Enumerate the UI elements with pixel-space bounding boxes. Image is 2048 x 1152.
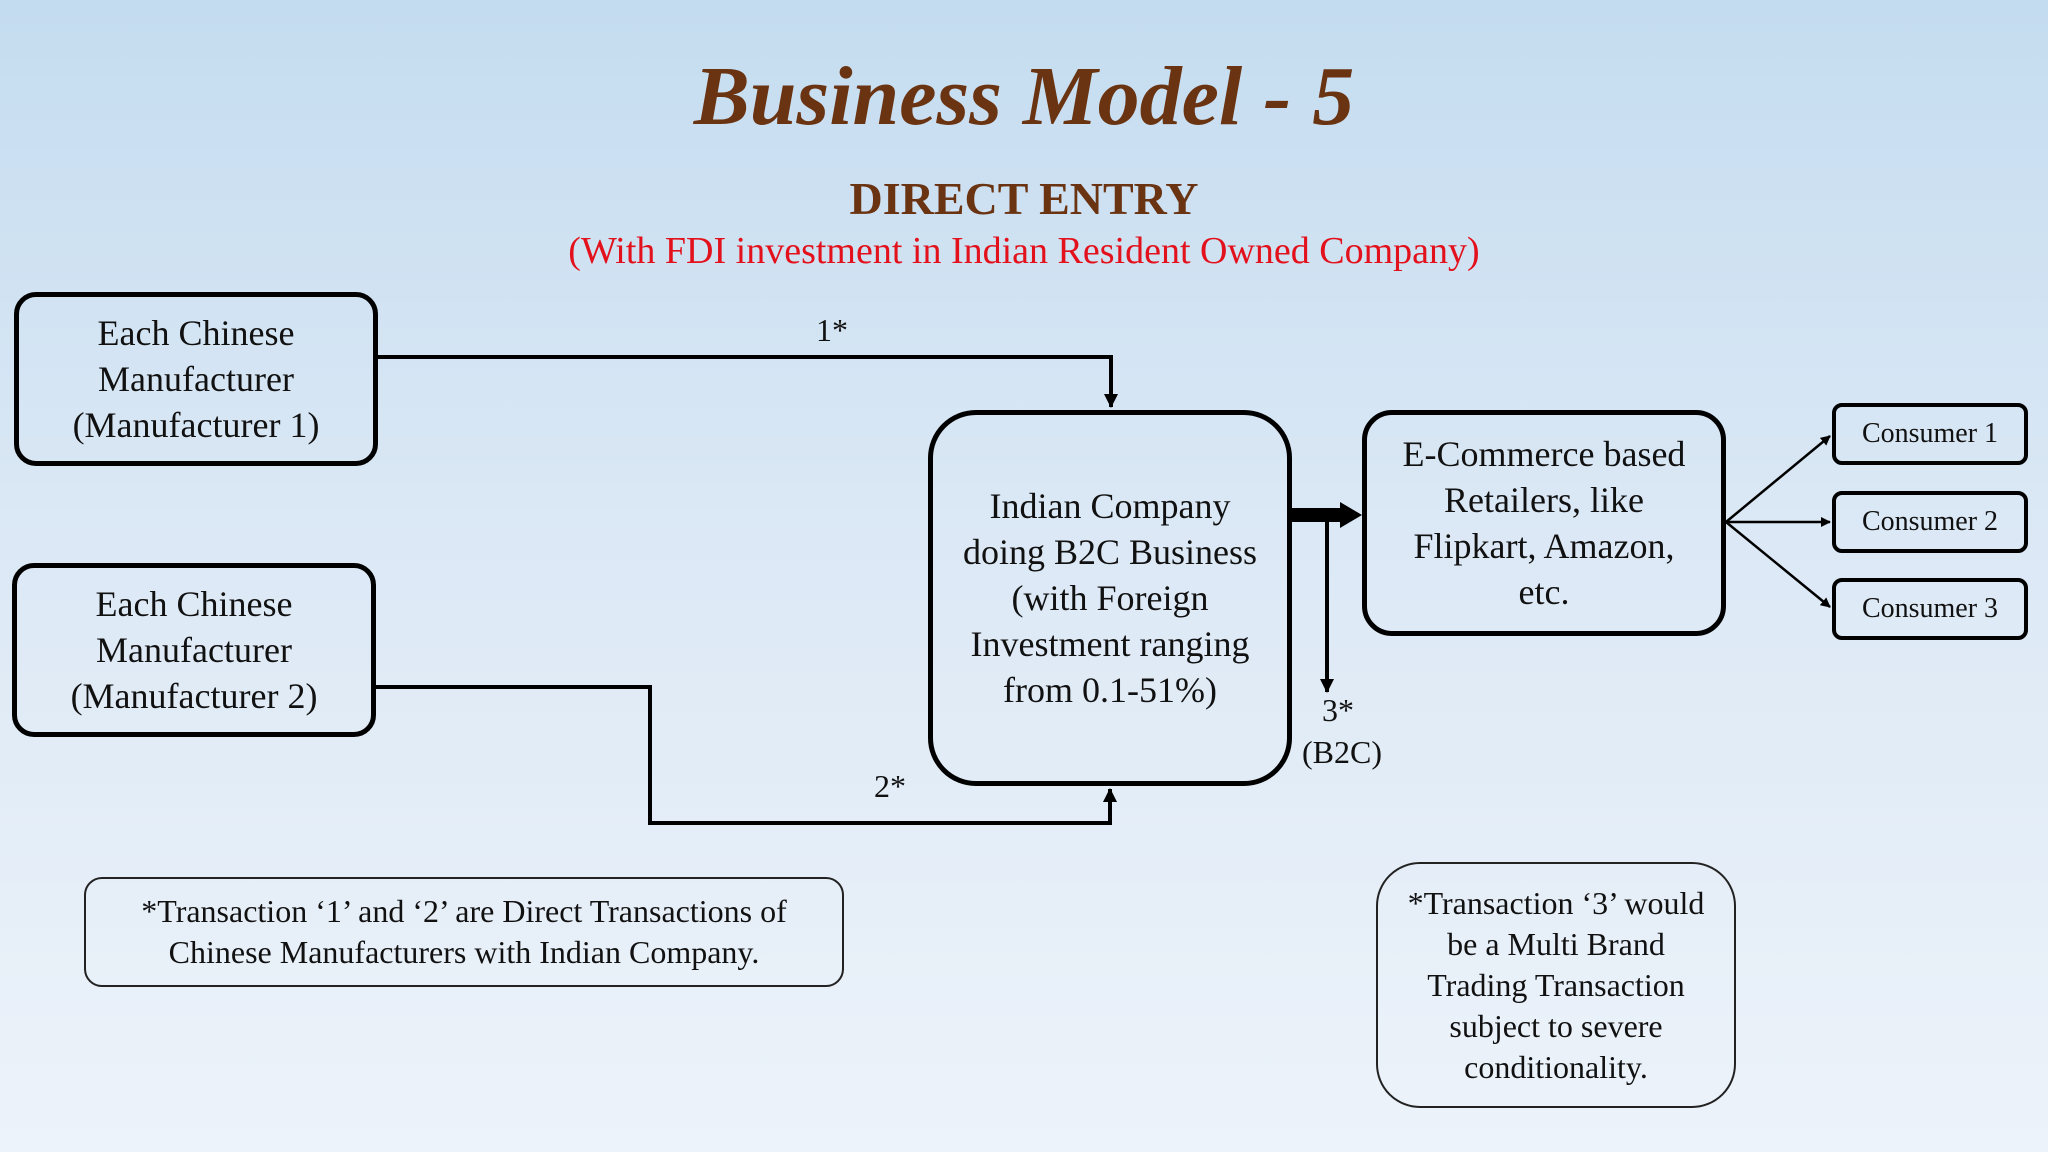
page-title: Business Model - 5 (693, 50, 1355, 143)
note-transactions-1-2: *Transaction ‘1’ and ‘2’ are Direct Tran… (84, 877, 844, 987)
connector-ecommerce-to-consumer-1 (1725, 435, 1831, 523)
connector-indian-company-to-ecommerce-arrowhead (1340, 502, 1362, 528)
node-manufacturer-1-label: Each Chinese Manufacturer (Manufacturer … (72, 313, 320, 445)
node-manufacturer-1: Each Chinese Manufacturer (Manufacturer … (14, 292, 378, 466)
connector-manufacturer-2-to-indian-company (376, 685, 1117, 825)
page-subtitle-detail: (With FDI investment in Indian Resident … (568, 230, 1480, 272)
node-consumer-1-label: Consumer 1 (1861, 418, 1999, 449)
connector-manufacturer-1-to-indian-company (378, 355, 1118, 408)
edge-label-transaction-3-type: (B2C) (1302, 734, 1382, 770)
page-subtitle: DIRECT ENTRY (849, 173, 1199, 224)
node-indian-company-label: Indian Company doing B2C Business (with … (962, 486, 1258, 710)
node-consumer-3-label: Consumer 3 (1861, 593, 1999, 624)
node-manufacturer-2-label: Each Chinese Manufacturer (Manufacturer … (70, 584, 318, 716)
node-consumer-1: Consumer 1 (1832, 403, 2028, 465)
note-transaction-3-text: *Transaction ‘3’ would be a Multi Brand … (1407, 884, 1705, 1085)
node-indian-company: Indian Company doing B2C Business (with … (928, 410, 1292, 786)
note-transactions-1-2-text: *Transaction ‘1’ and ‘2’ are Direct Tran… (141, 893, 787, 970)
node-manufacturer-2: Each Chinese Manufacturer (Manufacturer … (12, 563, 376, 737)
edge-label-transaction-1: 1* (816, 312, 848, 348)
node-ecommerce-label: E-Commerce based Retailers, like Flipkar… (1402, 434, 1686, 612)
edge-label-transaction-3: 3* (1322, 692, 1354, 728)
node-ecommerce-retailers: E-Commerce based Retailers, like Flipkar… (1362, 410, 1726, 636)
connector-ecommerce-to-consumer-3 (1725, 521, 1831, 608)
node-consumer-2: Consumer 2 (1832, 491, 2028, 553)
node-consumer-2-label: Consumer 2 (1861, 506, 1999, 537)
node-consumer-3: Consumer 3 (1832, 578, 2028, 640)
note-transaction-3: *Transaction ‘3’ would be a Multi Brand … (1376, 862, 1736, 1108)
edge-label-transaction-2: 2* (874, 768, 906, 804)
